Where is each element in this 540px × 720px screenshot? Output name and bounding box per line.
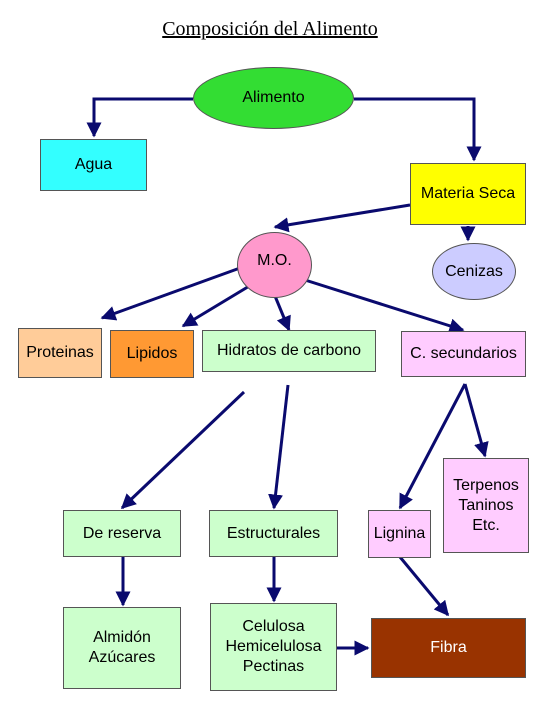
node-agua-label: Agua [74, 156, 113, 173]
node-cenizas: Cenizas [432, 243, 516, 300]
node-estructurales-label: Estructurales [226, 524, 321, 542]
arrow-hidratos-estructurales [268, 384, 290, 510]
arrow-hidratos-reserva [120, 390, 246, 510]
arrow-csec-terpenos [463, 383, 489, 458]
node-materia-seca-label: Materia Seca [420, 185, 516, 202]
node-celulosa-label: Celulosa Hemicelulosa Pectinas [225, 618, 322, 675]
node-agua: Agua [40, 139, 147, 191]
node-proteinas: Proteinas [18, 328, 102, 378]
node-fibra-label: Fibra [430, 639, 467, 656]
node-almidon: Almidón Azúcares [63, 607, 181, 689]
arrow-alimento-materia-seca [354, 97, 482, 162]
arrow-alimento-agua [86, 97, 193, 138]
node-hidratos: Hidratos de carbono [202, 330, 376, 372]
arrow-csec-lignina [398, 383, 467, 510]
node-materia-seca: Materia Seca [410, 163, 526, 225]
arrow-materia-seca-mo [273, 203, 411, 233]
node-mo: M.O. [237, 232, 312, 298]
node-lipidos: Lipidos [110, 330, 194, 378]
node-lipidos-label: Lipidos [126, 345, 178, 362]
node-terpenos-label: Terpenos Taninos Etc. [453, 476, 519, 534]
node-almidon-label: Almidón Azúcares [88, 629, 156, 666]
node-mo-label: M.O. [257, 252, 292, 269]
arrow-mo-hidratos [273, 295, 291, 332]
node-de-reserva-label: De reserva [82, 524, 162, 542]
node-celulosa: Celulosa Hemicelulosa Pectinas [210, 603, 337, 691]
node-c-secundarios: C. secundarios [401, 331, 526, 377]
node-cenizas-label: Cenizas [445, 262, 503, 280]
arrow-mo-proteinas [100, 266, 241, 321]
node-de-reserva: De reserva [63, 510, 181, 557]
arrow-lignina-fibra [398, 556, 450, 617]
node-lignina-label: Lignina [373, 525, 426, 542]
node-c-secundarios-label: C. secundarios [410, 345, 517, 362]
arrow-mo-c-secundarios [304, 278, 465, 334]
node-alimento-label: Alimento [242, 89, 305, 106]
node-estructurales: Estructurales [209, 510, 338, 557]
page-title: Composición del Alimento [162, 18, 378, 40]
node-terpenos: Terpenos Taninos Etc. [443, 458, 529, 553]
node-hidratos-label: Hidratos de carbono [216, 342, 362, 359]
node-lignina: Lignina [368, 510, 431, 558]
node-alimento: Alimento [193, 67, 354, 129]
node-proteinas-label: Proteinas [26, 344, 94, 361]
node-fibra: Fibra [371, 618, 526, 678]
arrow-mo-lipidos [181, 283, 252, 328]
